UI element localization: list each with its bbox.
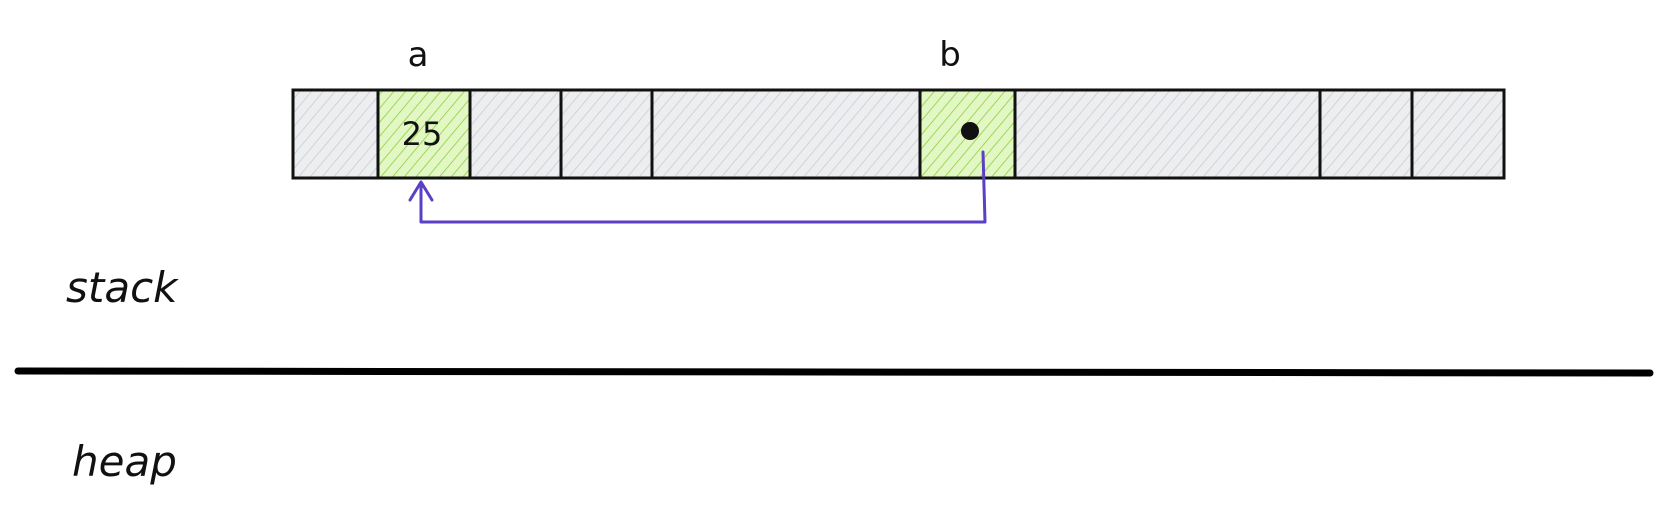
- memory-cell-filler: [1410, 88, 1506, 180]
- memory-cell-filler-wide: [650, 88, 922, 180]
- region-label-stack: stack: [66, 263, 179, 312]
- pointer-arrow: [408, 150, 987, 224]
- memory-cell-a: [376, 88, 472, 180]
- region-label-heap: heap: [72, 437, 177, 486]
- memory-cell-filler: [559, 88, 654, 180]
- arrowhead-icon: [408, 180, 434, 202]
- memory-cell-filler: [468, 88, 563, 180]
- stack-heap-divider: [14, 367, 1654, 377]
- memory-cell-filler: [291, 88, 380, 180]
- memory-cell-filler-wide: [1013, 88, 1322, 180]
- cell-a-value: 25: [402, 115, 443, 153]
- memory-cell-filler: [1318, 88, 1414, 180]
- stack-memory-strip: [291, 88, 1506, 180]
- pointer-arrow-line: [419, 150, 987, 224]
- pointer-dot-icon: [961, 122, 979, 140]
- variable-label-b: b: [939, 35, 961, 75]
- variable-label-a: a: [408, 35, 429, 75]
